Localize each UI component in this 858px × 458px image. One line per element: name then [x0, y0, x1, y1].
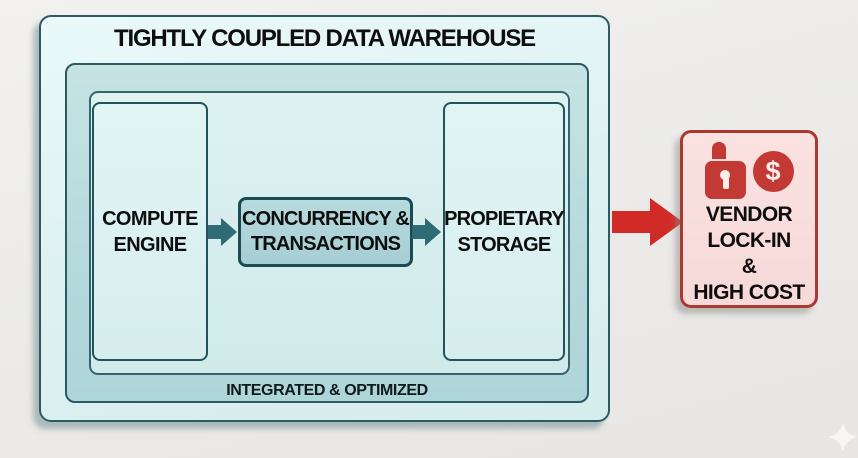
- integrated-optimized-label: INTEGRATED & OPTIMIZED: [226, 382, 428, 399]
- outcome-card: $ VENDOR LOCK-IN & HIGH COST: [680, 130, 818, 308]
- node-compute-engine: COMPUTE ENGINE: [92, 102, 208, 361]
- outcome-label: VENDOR LOCK-IN & HIGH COST: [693, 203, 805, 304]
- lock-keyhole: [719, 170, 730, 180]
- node-proprietary-storage: PROPIETARY STORAGE: [443, 102, 565, 361]
- node-concurrency-transactions-label: CONCURRENCY & TRANSACTIONS: [241, 208, 410, 255]
- sparkle-icon: [828, 422, 858, 452]
- lock-icon: [704, 142, 746, 199]
- lock-keyhole-stem: [722, 177, 729, 189]
- arrow-concurrency-to-storage-icon: [412, 218, 441, 246]
- lock-shackle: [711, 142, 726, 159]
- node-compute-engine-label: COMPUTE ENGINE: [102, 207, 198, 256]
- node-proprietary-storage-label: PROPIETARY STORAGE: [444, 207, 565, 256]
- outcome-icon-row: $: [704, 142, 794, 199]
- arrow-warehouse-to-outcome-icon: [612, 198, 683, 246]
- node-concurrency-transactions: CONCURRENCY & TRANSACTIONS: [238, 197, 413, 267]
- dollar-glyph: $: [765, 156, 781, 186]
- warehouse-title: TIGHTLY COUPLED DATA WAREHOUSE: [114, 25, 536, 52]
- dollar-icon: $: [752, 151, 794, 192]
- arrow-compute-to-concurrency-icon: [208, 218, 237, 246]
